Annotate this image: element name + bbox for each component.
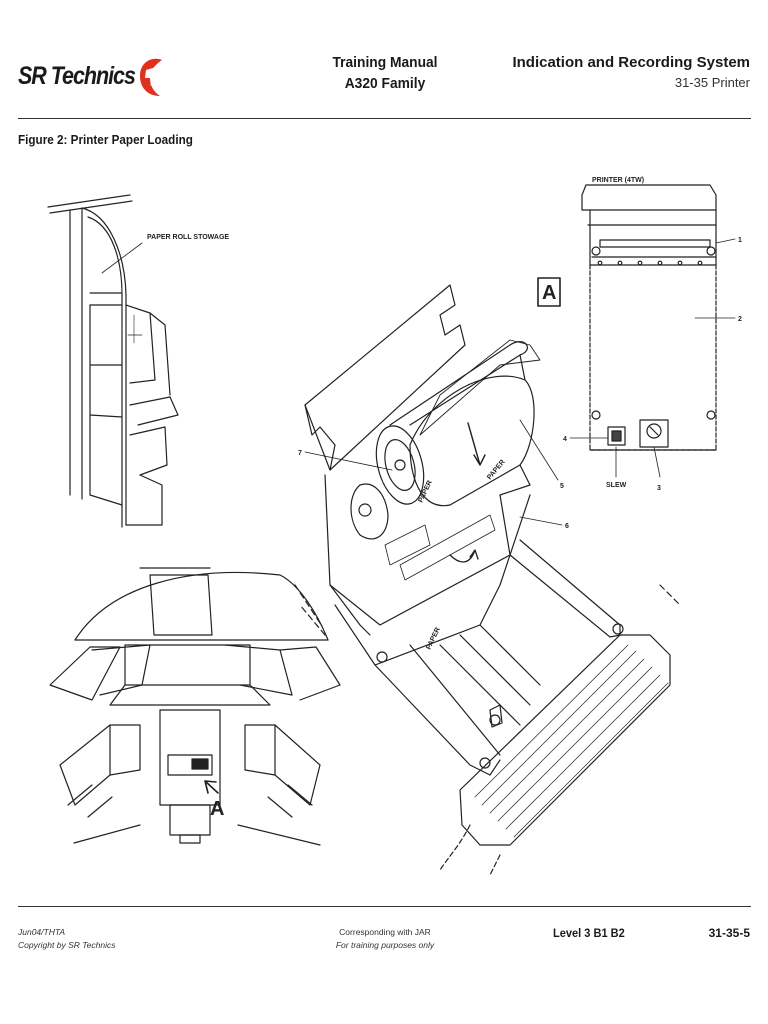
callout-1: 1 — [738, 237, 742, 244]
manual-title-line2: A320 Family — [344, 75, 426, 92]
sr-technics-logo: SR Technics — [18, 52, 162, 100]
printer-front-view-drawing — [581, 184, 717, 451]
figure-title: Figure 2: Printer Paper Loading — [18, 132, 193, 147]
callout-3-leader — [653, 446, 661, 478]
callout-5: 5 — [560, 483, 564, 490]
logo-text: SR Technics — [18, 61, 136, 90]
callout-6: 6 — [565, 523, 569, 530]
callout-7: 7 — [298, 450, 302, 457]
system-title: Indication and Recording System — [512, 54, 750, 71]
system-heading: Indication and Recording System 31-35 Pr… — [490, 52, 750, 93]
footer-divider — [18, 906, 751, 907]
footer-corresponding: Corresponding with JAR — [339, 927, 431, 937]
stowage-leader-line — [101, 242, 143, 274]
callout-2: 2 — [738, 316, 742, 323]
header-divider — [18, 118, 751, 119]
view-a-arrow — [204, 780, 219, 794]
system-subtitle: 31-35 Printer — [674, 75, 750, 90]
manual-title: Training Manual A320 Family — [307, 52, 463, 94]
footer-page-number: 31-35-5 — [708, 926, 750, 940]
view-a-arrow-label: A — [210, 798, 224, 820]
printer-open-drawing — [294, 284, 681, 875]
footer-copyright: Copyright by SR Technics — [18, 940, 116, 950]
figure-drawing: PAPER ROLL STOWAGE A — [47, 177, 742, 875]
callout-3: 3 — [657, 485, 661, 492]
footer-middle: Corresponding with JAR For training purp… — [300, 926, 470, 952]
cockpit-overview-drawing — [49, 567, 341, 846]
view-a-box-label: A — [542, 282, 556, 304]
manual-title-line1: Training Manual — [332, 54, 438, 71]
logo-swoosh-icon — [140, 58, 162, 96]
footer-level: Level 3 B1 B2 — [553, 926, 625, 940]
footer-purpose: For training purposes only — [335, 940, 435, 950]
slew-label: SLEW — [606, 482, 627, 489]
callout-1-leader — [715, 238, 736, 244]
paper-roll-stowage-label: PAPER ROLL STOWAGE — [147, 234, 229, 241]
printer-paper-loading-figure: PAPER ROLL STOWAGE A — [30, 165, 750, 875]
stowage-cabinet-drawing — [47, 194, 179, 528]
callout-5-leader — [519, 419, 559, 481]
callout-4: 4 — [563, 436, 567, 443]
printer-label: PRINTER (4TW) — [592, 177, 644, 184]
footer-date: Jun04/THTA — [18, 927, 66, 937]
footer-left: Jun04/THTA Copyright by SR Technics — [18, 926, 115, 952]
page-header: SR Technics Training Manual A320 Family … — [0, 0, 768, 120]
callout-6-leader — [519, 516, 563, 526]
view-a-box — [537, 277, 561, 307]
paper-label-3: PAPER — [425, 626, 441, 650]
callout-7-leader — [304, 451, 393, 471]
